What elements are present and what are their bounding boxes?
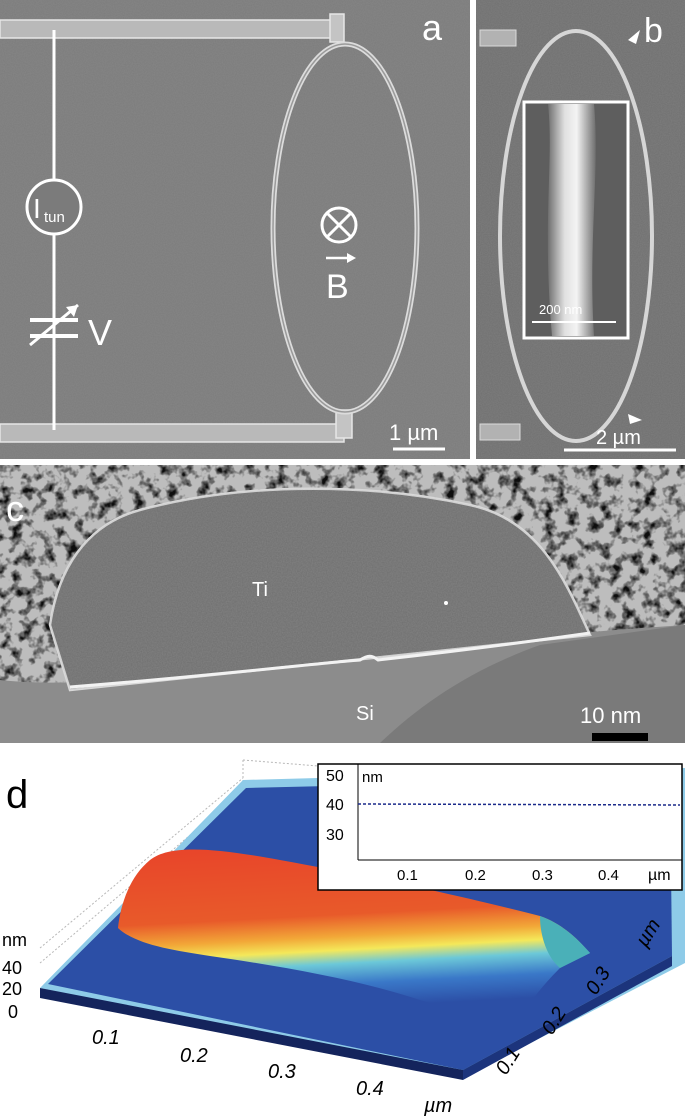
panel-b-graphic: 200 nm 2 µm b [476,0,685,459]
scale-bar-label: 1 µm [389,420,438,445]
panel-label-b: b [644,12,663,50]
inset-x-unit: µm [648,867,671,884]
panel-a-graphic: I tun V B 1 µm a [0,0,470,459]
field-label: B [326,268,349,306]
x-tick: 0.3 [268,1061,296,1083]
x-tick: 0.1 [92,1027,120,1049]
inset-y-tick: 40 [326,797,344,814]
panel-label-a: a [422,7,443,48]
x-tick: 0.4 [356,1078,384,1100]
material-label-si: Si [356,703,374,725]
inset-x-tick: 0.2 [465,867,486,884]
panel-label-d: d [6,773,28,817]
z-tick: 0 [8,1002,18,1022]
surface-ridge [118,849,590,1016]
top-lead [0,19,337,39]
x-tick: 0.2 [180,1045,208,1067]
panel-d-graphic: 50 40 30 nm 0.1 0.2 0.3 0.4 µm nm 40 20 … [2,759,685,1116]
field-into-page-icon [320,206,358,244]
current-symbol: I [33,193,41,224]
panel-d: 50 40 30 nm 0.1 0.2 0.3 0.4 µm nm 40 20 … [0,748,685,1116]
inset-plot [317,763,683,891]
scale-bar-label: 2 µm [596,427,641,449]
material-label-ti: Ti [252,579,268,601]
panel-c-graphic: Ti Si 10 nm c [0,465,685,743]
inset-wire [547,104,596,336]
ring [498,29,654,443]
voltage-label: V [88,312,112,353]
z-tick: 20 [2,979,22,999]
inset-x-tick: 0.1 [397,867,418,884]
current-subscript: tun [44,209,65,226]
inset-scale-label: 200 nm [539,302,582,317]
x-axis-unit: µm [423,1095,452,1116]
z-axis-unit: nm [2,930,27,950]
panel-a: I tun V B 1 µm a [0,0,470,459]
interface-line [69,631,591,689]
inset-y-tick: 30 [326,827,344,844]
inset-x-tick: 0.4 [598,867,619,884]
current-source-symbol [25,178,83,236]
inset-x-tick: 0.3 [532,867,553,884]
panel-label-c: c [6,488,24,529]
marker-arrow [628,30,640,44]
bottom-lead [0,423,345,443]
panel-c: Ti Si 10 nm c [0,465,685,743]
z-tick: 40 [2,958,22,978]
panel-b: 200 nm 2 µm b [476,0,685,459]
scale-bar [592,733,648,741]
inset-y-tick: 50 [326,768,344,785]
inset-y-unit: nm [362,769,383,786]
marker-arrow [628,414,642,424]
scale-bar-label: 10 nm [580,703,641,728]
inset-profile-line [357,803,681,806]
